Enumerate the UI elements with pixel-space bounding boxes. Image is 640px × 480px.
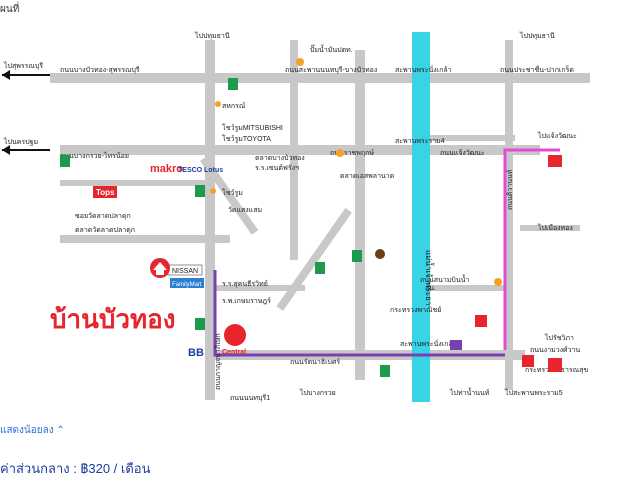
road-horizontal-7 [420,285,510,291]
label-to-pathum: ไปปทุมธานี [194,31,230,40]
road-diag-1 [200,156,259,235]
label-wat: วัดแสงแสม [228,206,262,214]
road-horizontal-5 [60,180,210,186]
red-marker-icon [475,315,487,327]
svg-text:TESCO Lotus: TESCO Lotus [178,167,223,174]
nissan-sign: NISSAN [167,264,203,276]
label-rd-pracha: ถนนประชาชื่น-ปากเกร็ด [500,65,574,74]
label-rd-kanchana: ถนนกาญจนาภิเษก [214,333,222,390]
label-rd-ratchaphruek: ถนนราชพฤกษ์ [330,149,374,157]
label-rd-sapan-bang: ถนนสะพานนนทบุรี-บางบัวทอง [285,66,377,74]
road-horizontal-3 [60,235,230,243]
page-title: ผนที่ [0,4,20,15]
river-label: แม่น้ำเจ้าพระยา [424,250,435,305]
label-market-bangyai: ตลาดบางบัวทอง [255,154,305,162]
label-to-nakhonpathom: ไปนครปฐม [3,137,38,146]
label-sapan-phranangklao: สะพานพระนั่งเกล้า [400,339,457,348]
label-honda: โชว์รูม [222,188,243,197]
police-icon [494,278,502,286]
ministry-icon [548,155,562,167]
label-to-suphan: ไปสุพรรณบุรี [3,61,43,70]
label-rd-bangkruai: ถนนบางกรวย-ไทรน้อย [60,151,129,160]
map-image: แม่น้ำเจ้าพระยา ไปสุพรรณบุรี ไปนครปฐม ไป… [2,31,590,402]
label-kitchen: ตลาดวัดลาดปลาดุก [75,226,135,234]
road-vertical-3 [355,50,365,380]
label-rd-bangbuathong: ถนนบางบัวทอง-สุพรรณบุรี [60,66,140,74]
label-to-pathum-right: ไปปทุมธานี [519,31,555,40]
label-to-rama5: ไปสะพานพระราม5 [504,388,563,397]
road-horizontal-6 [215,285,305,291]
central-logo: Central [222,324,246,356]
label-rd-chaeng: ถนนแจ้งวัฒนะ [440,149,485,157]
pink-route [503,148,560,350]
label-ptt: ปั๊มน้ำมันปตท. [310,43,353,54]
label-mitsubishi: โชว์รูมMITSUBISHI [222,123,283,132]
health-icon [522,355,534,367]
gas-icon [215,101,221,107]
show-less-link[interactable]: แสดงน้อยลง ⌃ [0,425,65,436]
house-marker-icon [150,258,170,278]
svg-text:Central: Central [222,349,246,356]
landmark-tesco: TESCO Lotus [178,167,223,174]
svg-text:FamilyMart: FamilyMart [172,282,202,288]
label-to-tha-nam: ไปท่าน้ำนนท์ [449,386,490,397]
label-tawee: ไปรัชวิภา [544,333,574,342]
arrow-left-2 [2,145,50,155]
road-horizontal-9 [420,135,515,141]
landmark-makro: makro [150,163,183,175]
label-to-chaengwattana: ไปแจ้งวัฒนะ [537,131,577,140]
road-diag-2 [276,207,352,311]
label-sapan-rama4: สะพานพระราม4 [395,138,445,145]
purple-route [213,270,505,357]
landmark-tops: Tops [93,186,117,198]
road-main-vertical [205,40,215,400]
label-rd-ngamwongwan: ถนนงามวงศ์วาน [530,346,580,354]
house-name: บ้านบัวทอง [50,304,175,334]
road-horizontal-2 [60,145,540,155]
label-police: สน. [425,285,436,292]
roads [50,40,590,400]
river [412,32,430,402]
svg-text:NISSAN: NISSAN [172,268,198,275]
label-rd-ratanathibet: ถนนรัตนาธิเบศร์ [290,358,340,366]
label-sathorn: ไปเมืองทอง [537,223,573,232]
common-fee: ค่าส่วนกลาง : ฿320 / เดือน [0,461,151,476]
market-icon [336,149,344,157]
label-to-bangkok: ไปบางกรวย [299,388,336,397]
arrow-left-1 [2,70,50,80]
road-horizontal-8 [520,225,580,231]
svg-text:makro: makro [150,163,183,175]
label-rd-nonthaburi1: ถนนนนทบุรี1 [230,394,270,402]
label-rd-sanambinnam: ถนนสนามบินน้ำ [420,273,469,284]
red-marker2-icon [548,358,562,372]
familymart-sign: FamilyMart [170,278,204,288]
purple-marker-icon [450,340,462,350]
label-hospital: ร.พ.เกษมราษฎร์ [222,297,271,305]
label-sapan-nangklao-top: สะพานพระนั่งเกล้า [395,65,452,74]
label-school: ร.ร.เซนต์ฟรังฯ [255,164,299,172]
label-toyota: โชว์รูมTOYOTA [222,134,271,143]
ptt-icon [296,58,304,66]
road-vertical-4 [505,40,513,390]
road-horizontal-1 [50,73,590,83]
honda-icon [210,188,216,194]
label-esplanade: ตลาดเอสพลานาด [340,173,394,180]
page-header: ผนที่ [0,0,640,15]
label-sahakhan: สหกรณ์ [222,102,246,110]
seven-eleven-icons [60,78,390,377]
label-rd-tiwanon: ถนนติวานนท์ [506,169,514,210]
wat-icon [375,249,385,259]
svg-text:BB: BB [188,347,204,359]
label-ministry-commerce: กระทรวงพาณิชย์ [390,306,441,314]
label-school2: ร.ร.สุคนธีรวิทย์ [222,280,268,288]
label-soi-wat: ซอยวัดลาดปลาดุก [75,212,131,220]
svg-text:Tops: Tops [96,188,115,197]
bigc-logo: BB [188,347,204,359]
